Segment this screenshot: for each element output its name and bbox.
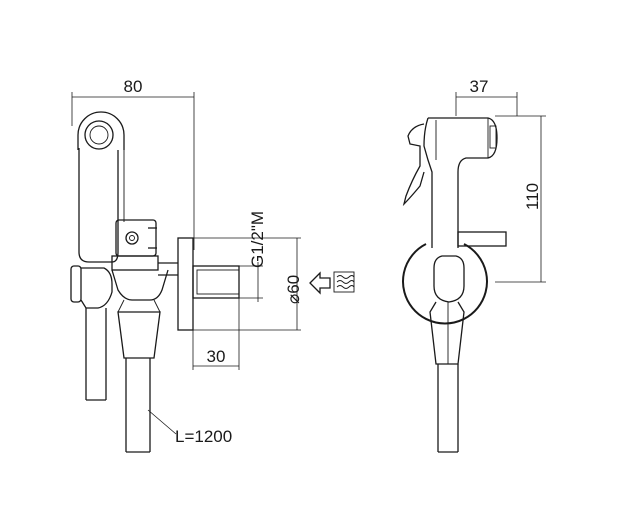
shower-head-side xyxy=(423,117,498,248)
dim-label-diameter: ⌀60 xyxy=(284,275,303,304)
dim-diameter: ⌀60 xyxy=(284,238,303,330)
side-view: 80 xyxy=(70,77,303,453)
water-waves-icon xyxy=(333,271,355,293)
dim-110: 110 xyxy=(495,115,546,283)
dim-80: 80 xyxy=(71,77,195,250)
shower-clip xyxy=(70,265,113,309)
holder-arm xyxy=(457,231,507,247)
wall-rosette xyxy=(402,243,488,325)
dim-thread: G1/2"M xyxy=(248,211,267,302)
dim-30: 30 xyxy=(192,298,240,370)
shower-rod xyxy=(85,308,107,401)
trigger-lever xyxy=(402,123,425,207)
front-hose xyxy=(429,301,465,453)
wall-flange xyxy=(177,237,301,331)
dim-label-80: 80 xyxy=(124,77,143,96)
hand-shower xyxy=(77,111,125,263)
dim-label-37: 37 xyxy=(470,77,489,96)
dim-label-hose: L=1200 xyxy=(175,427,232,446)
water-inlet-symbol xyxy=(309,271,355,295)
dim-37: 37 xyxy=(455,77,518,116)
valve-body xyxy=(111,219,178,301)
front-view: 37 110 xyxy=(402,77,546,453)
arrow-left-icon xyxy=(309,271,331,295)
dim-label-thread: G1/2"M xyxy=(248,211,267,268)
dim-label-30: 30 xyxy=(207,347,226,366)
hose: L=1200 xyxy=(117,299,232,453)
dim-label-110: 110 xyxy=(523,183,542,210)
